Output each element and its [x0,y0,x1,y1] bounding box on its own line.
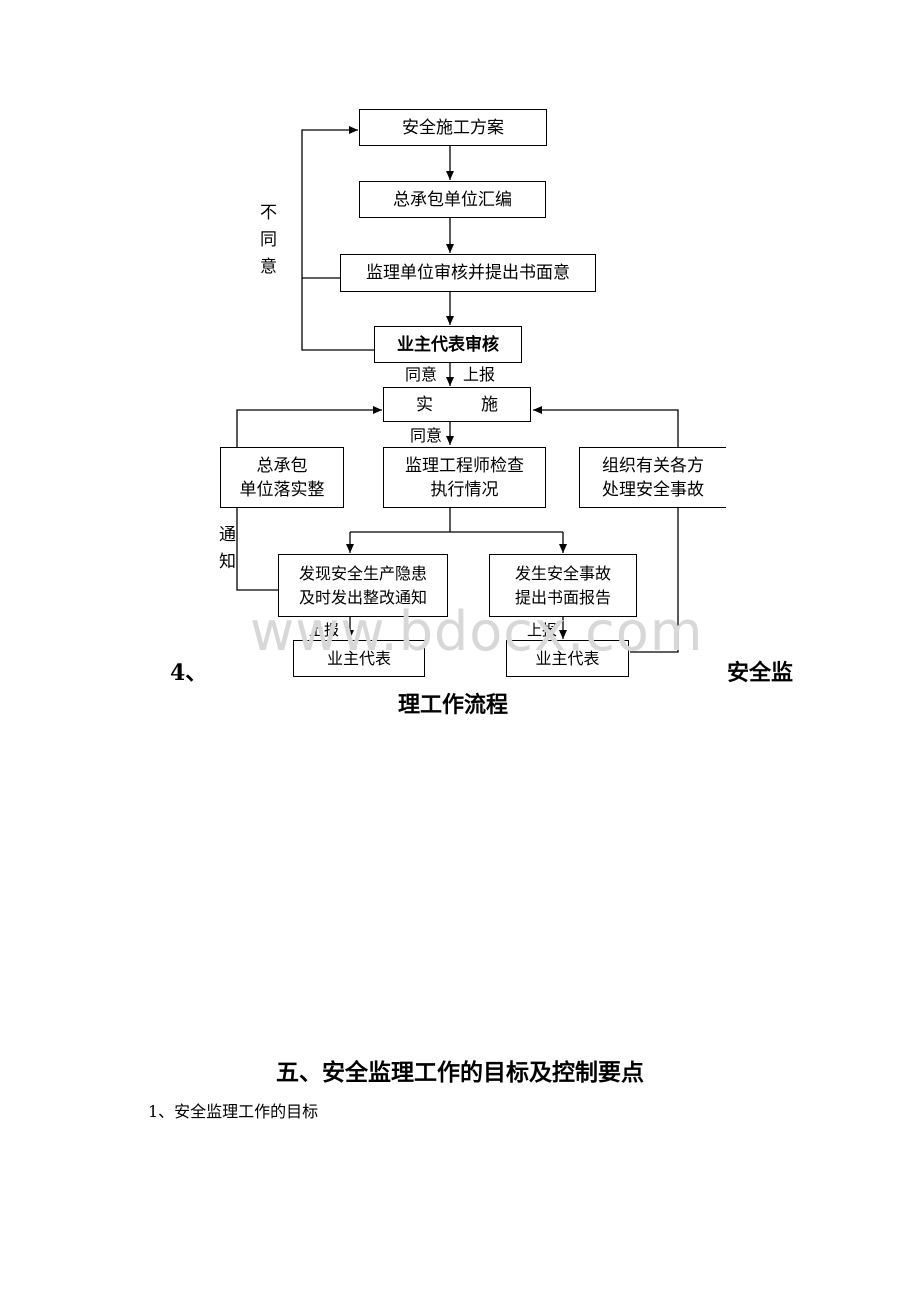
organize-line-1: 组织有关各方 [602,455,704,476]
box-owner-review: 业主代表审核 [374,326,522,363]
plan-label: 安全施工方案 [402,117,504,138]
accident-line-1: 发生安全事故 [514,563,611,583]
review-label: 监理单位审核并提出书面意 [366,263,570,283]
disagree-char-1: 不 [260,203,277,223]
gc-rectify-line-1: 总承包 [256,455,308,476]
disagree-char-2: 同 [260,230,277,250]
heading-4-title-part-1: 安全监 [727,660,794,686]
engineer-line-2: 执行情况 [430,479,499,500]
hazard-line-1: 发现安全生产隐患 [298,563,427,583]
box-general-contractor-compile: 总承包单位汇编 [359,181,546,218]
organize-line-2: 处理安全事故 [602,479,704,500]
box-implement: 实 施 [383,387,531,422]
label-agree-2: 同意 [410,426,443,445]
box-gc-rectify: 总承包 单位落实整 [220,447,344,508]
engineer-line-1: 监理工程师检查 [405,455,524,476]
label-notify: 通 知 [219,522,239,576]
box-accident-occurred: 发生安全事故 提出书面报告 [489,554,637,617]
label-report-top: 上报 [463,365,496,384]
box-hazard-found: 发现安全生产隐患 及时发出整改通知 [278,554,448,617]
owner-review-label: 业主代表审核 [397,334,499,355]
owner-rep-left-label: 业主代表 [326,648,391,668]
compile-label: 总承包单位汇编 [393,189,512,210]
owner-rep-right-label: 业主代表 [535,648,600,668]
box-owner-rep-left: 业主代表 [293,640,425,677]
section-5-item-1: 1、安全监理工作的目标 [148,1102,319,1121]
implement-char-2: 施 [481,394,498,415]
label-report-left: 上报 [309,621,340,639]
accident-line-2: 提出书面报告 [514,587,611,607]
section-5-title: 五、安全监理工作的目标及控制要点 [276,1059,644,1086]
box-organize-parties: 组织有关各方 处理安全事故 [579,447,726,508]
box-supervisor-review: 监理单位审核并提出书面意 [340,254,596,292]
hazard-line-2: 及时发出整改通知 [298,587,427,607]
implement-char-1: 实 [416,394,433,415]
gc-rectify-line-2: 单位落实整 [239,479,325,500]
box-engineer-check: 监理工程师检查 执行情况 [383,447,546,508]
heading-4-number: 4、 [170,660,208,686]
notify-char-1: 通 [219,525,236,545]
disagree-char-3: 意 [260,257,277,277]
box-safety-construction-plan: 安全施工方案 [359,109,547,146]
watermark: www.bdocx.com [250,600,704,663]
label-disagree: 不 同 意 [260,200,280,281]
heading-4-title-part-2: 理工作流程 [398,692,509,718]
label-agree: 同意 [405,365,438,384]
label-report-right: 上报 [527,621,558,639]
box-owner-rep-right: 业主代表 [506,640,629,677]
notify-char-2: 知 [219,552,236,572]
